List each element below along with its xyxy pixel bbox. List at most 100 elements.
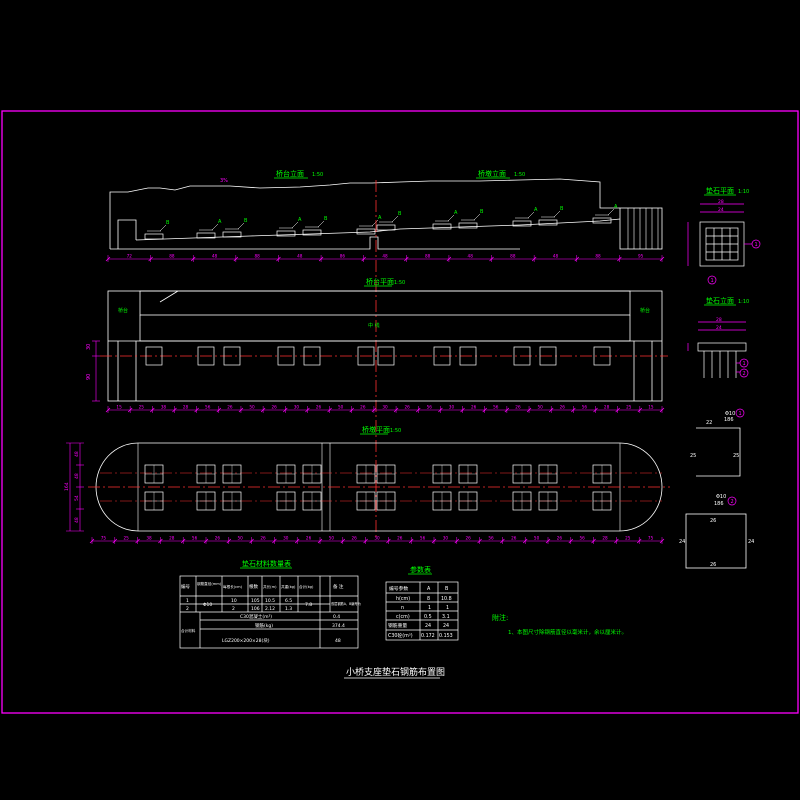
elevation-dim-value: 88 xyxy=(254,254,260,259)
elevation-pad xyxy=(538,219,558,226)
right-elev-scale: 1:50 xyxy=(514,172,525,178)
bar-2-shape xyxy=(685,513,747,569)
pt-r0-0: h(cm) xyxy=(396,596,410,602)
bar-1-h2: 25 xyxy=(733,453,739,459)
pad-elev-bubble-2-text: 2 xyxy=(743,371,746,377)
pier-dim-value: 38 xyxy=(146,536,152,541)
pt-r0-2: 10.8 xyxy=(441,596,452,602)
pad-plan-bubble-2 xyxy=(707,275,717,285)
pad-plan-detail xyxy=(687,203,752,267)
abut-dim-value: 56 xyxy=(493,405,499,410)
pt-h-0: 编号参数 xyxy=(389,585,408,592)
sheet-border xyxy=(1,110,799,714)
elevation-pad xyxy=(512,220,532,227)
mt-r0-5: 6.5 xyxy=(285,598,292,604)
abut-dim-value: 26 xyxy=(272,405,278,410)
pt-r1-0: n xyxy=(401,606,404,611)
mt-r1-2: 2 xyxy=(232,606,235,612)
pier-total-dim: 164 xyxy=(64,482,70,491)
abut-plan-chamfer xyxy=(159,290,179,303)
center-mark-label: 中 线 xyxy=(368,322,380,329)
slope-label: 3% xyxy=(220,178,228,184)
elevation-pad xyxy=(376,224,396,231)
elevation-callout-leader xyxy=(553,210,561,218)
pad-plan-w2: 24 xyxy=(718,207,724,213)
elevation-pad xyxy=(302,229,322,236)
elevation-callout-leader xyxy=(447,214,455,222)
abut-plan-pad xyxy=(357,346,375,366)
abut-plan-pad xyxy=(145,346,163,366)
mt-t2-val: 48 xyxy=(335,638,341,644)
mt-t1-val: 374.4 xyxy=(332,623,345,629)
elevation-dim-value: 48 xyxy=(468,254,474,259)
abut-dim-value: 38 xyxy=(161,405,167,410)
pier-dim-value: 26 xyxy=(260,536,266,541)
abut-dim-value: 15 xyxy=(648,405,654,410)
abut-plan-pad xyxy=(459,346,477,366)
pier-left-dims xyxy=(66,442,84,532)
elevation-pad xyxy=(356,228,376,235)
elevation-dim-value: 95 xyxy=(638,254,644,259)
pt-r3-2: 24 xyxy=(443,623,449,629)
bar-2-w2: 26 xyxy=(710,562,716,568)
abut-plan-pad xyxy=(197,346,215,366)
left-elev-title: 桥台立面 xyxy=(276,169,304,178)
elevation-dim-value: 48 xyxy=(553,254,559,259)
right-abutment-box xyxy=(619,207,663,250)
pad-plan-bubble-1 xyxy=(751,239,761,249)
elevation-callout: A xyxy=(614,204,618,210)
elevation-dim-value: 48 xyxy=(382,254,388,259)
material-table-title: 垫石材料数量表 xyxy=(242,559,291,568)
abut-plan-pad xyxy=(433,346,451,366)
abut-dim-value: 26 xyxy=(560,405,566,410)
pt-r2-2: 3.1 xyxy=(442,614,450,620)
pier-dim-value: 56 xyxy=(580,536,586,541)
drawing-title: 小桥支座垫石钢筋布置图 xyxy=(346,666,445,678)
pt-r1-1: 1 xyxy=(428,605,431,611)
pier-dim-value: 30 xyxy=(443,536,449,541)
elevation-deck-outline xyxy=(109,178,620,249)
pier-dim-value: 26 xyxy=(352,536,358,541)
elevation-callout: B xyxy=(398,211,402,217)
elevation-callout: B xyxy=(324,216,328,222)
pier-dim-value: 75 xyxy=(101,536,107,541)
pier-dim-value: 50 xyxy=(534,536,540,541)
abut-plan-pad xyxy=(593,346,611,366)
elevation-bottom xyxy=(110,236,520,250)
elevation-callout: A xyxy=(454,210,458,216)
elevation-callout: A xyxy=(218,219,222,225)
notes-line-1: 1、本图尺寸除钢筋直径以毫米计，余以厘米计。 xyxy=(508,628,627,636)
abut-plan-backwall xyxy=(139,315,631,342)
abut-plan-pad xyxy=(513,346,531,366)
pad-elev-w: 28 xyxy=(716,317,722,323)
pt-r4-2: 0.153 xyxy=(439,633,453,639)
pier-dim-value: 50 xyxy=(329,536,335,541)
abut-plan-pad xyxy=(377,346,395,366)
pt-r4-0: C30砼(m³) xyxy=(388,632,413,639)
bar-1-shape xyxy=(696,427,741,477)
abutment-plan-view xyxy=(107,290,663,402)
mt-r0-2: 10 xyxy=(231,598,237,604)
pad-elev-bubble-1 xyxy=(739,358,749,368)
abut-plan-title: 桥台平面 xyxy=(366,277,394,286)
abut-dim-value: 26 xyxy=(227,405,233,410)
pier-dim-value: 28 xyxy=(602,536,608,541)
pier-dim-value: 28 xyxy=(169,536,175,541)
elevation-pad xyxy=(196,232,216,239)
material-table xyxy=(179,575,359,649)
right-abutment-hatch xyxy=(627,208,659,249)
abut-dim-value: 26 xyxy=(471,405,477,410)
elevation-callout-leader xyxy=(237,222,245,230)
bar-2-bubble-text: 2 xyxy=(731,499,734,505)
pad-elev-w2: 24 xyxy=(716,325,722,331)
pad-plan-bubble-1-text: 1 xyxy=(755,242,758,248)
elevation-callout-leader xyxy=(317,220,325,228)
bar-2-w: 26 xyxy=(710,518,716,524)
elevation-callout-leader xyxy=(291,221,299,229)
abut-plan-pads xyxy=(145,346,611,366)
bar-1-bubble-text: 1 xyxy=(739,411,742,417)
